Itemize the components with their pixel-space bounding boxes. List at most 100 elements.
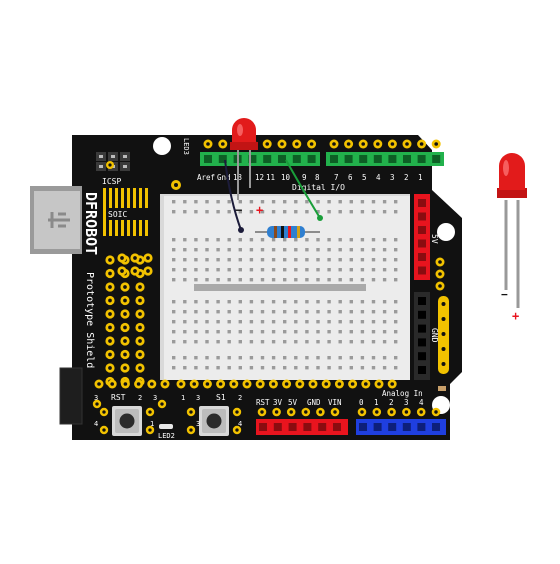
breadboard-hole bbox=[205, 258, 209, 262]
breadboard-hole bbox=[294, 238, 298, 242]
breadboard-hole bbox=[283, 320, 287, 324]
pad-hole bbox=[337, 382, 342, 386]
pad-hole bbox=[390, 382, 395, 386]
button-cap bbox=[119, 413, 135, 429]
breadboard-hole bbox=[194, 320, 198, 324]
breadboard-hole bbox=[327, 200, 331, 204]
breadboard-hole bbox=[249, 268, 254, 272]
breadboard-hole bbox=[349, 278, 353, 282]
breadboard-hole bbox=[227, 366, 231, 370]
pad-hole bbox=[146, 256, 150, 260]
header-socket bbox=[403, 155, 411, 163]
breadboard-hole bbox=[172, 268, 176, 272]
breadboard-hole bbox=[327, 310, 331, 314]
breadboard-hole bbox=[316, 310, 320, 314]
power-label-rst: RST bbox=[256, 398, 270, 407]
breadboard-hole bbox=[238, 200, 242, 204]
breadboard-hole bbox=[394, 210, 398, 214]
pad-hole bbox=[179, 382, 183, 386]
breadboard-hole bbox=[382, 366, 387, 370]
breadboard-hole bbox=[305, 278, 309, 282]
breadboard-hole bbox=[249, 278, 254, 282]
power-header-socket bbox=[273, 423, 282, 431]
breadboard-hole bbox=[294, 300, 298, 304]
s1-button[interactable] bbox=[186, 406, 242, 436]
pad-hole bbox=[265, 142, 270, 146]
pad-hole bbox=[160, 402, 164, 406]
breadboard-hole bbox=[194, 300, 198, 304]
breadboard-hole bbox=[249, 238, 254, 242]
pad-hole bbox=[138, 339, 142, 343]
pad-hole bbox=[309, 142, 314, 146]
breadboard-hole bbox=[394, 330, 398, 334]
breadboard-hole bbox=[338, 366, 342, 370]
breadboard-hole bbox=[327, 330, 331, 334]
pad-hole bbox=[434, 142, 439, 146]
breadboard-hole bbox=[305, 340, 309, 344]
breadboard-hole bbox=[249, 258, 254, 262]
breadboard-hole bbox=[227, 320, 231, 324]
pad-hole bbox=[108, 312, 112, 316]
breadboard-hole bbox=[394, 340, 398, 344]
pad-hole bbox=[390, 142, 395, 146]
breadboard-hole bbox=[249, 356, 254, 360]
breadboard-hole bbox=[249, 366, 254, 370]
mounting-hole bbox=[153, 137, 171, 155]
breadboard-hole bbox=[249, 340, 254, 344]
breadboard-hole bbox=[338, 310, 342, 314]
s1-label: S1 bbox=[216, 393, 226, 402]
soic-footprint bbox=[103, 188, 150, 236]
breadboard-hole bbox=[360, 210, 365, 214]
analog-label-2: 2 bbox=[389, 398, 394, 407]
red-header-socket bbox=[418, 253, 426, 261]
breadboard-hole bbox=[216, 366, 220, 370]
pad-hole bbox=[123, 352, 127, 357]
breadboard-hole bbox=[216, 310, 220, 314]
pad-hole bbox=[324, 382, 329, 386]
pad-hole bbox=[274, 410, 279, 414]
breadboard-hole bbox=[183, 268, 187, 272]
breadboard-minus-sign: − bbox=[235, 203, 242, 217]
breadboard-hole bbox=[238, 210, 242, 214]
breadboard-hole bbox=[227, 210, 231, 214]
pad-hole bbox=[375, 410, 379, 414]
pad-hole bbox=[148, 410, 152, 414]
breadboard-hole bbox=[283, 238, 287, 242]
pad-hole bbox=[133, 269, 137, 273]
breadboard-hole bbox=[216, 238, 220, 242]
pad-hole bbox=[108, 271, 112, 276]
s1-pin-3b: 3 bbox=[196, 420, 200, 428]
icsp-pin bbox=[99, 165, 103, 168]
breadboard-hole bbox=[394, 310, 398, 314]
breadboard-hole bbox=[216, 320, 220, 324]
bottom-pad-row bbox=[94, 379, 397, 389]
pad-hole bbox=[377, 382, 381, 386]
breadboard-hole bbox=[382, 356, 387, 360]
breadboard-hole bbox=[371, 320, 376, 324]
pad-hole bbox=[284, 382, 289, 386]
breadboard-hole bbox=[227, 278, 231, 282]
breadboard-hole bbox=[183, 320, 187, 324]
breadboard-hole bbox=[316, 320, 320, 324]
pad-hole bbox=[102, 410, 106, 414]
pad-hole bbox=[218, 382, 223, 386]
icsp-pin bbox=[123, 155, 127, 158]
breadboard-hole bbox=[283, 340, 287, 344]
breadboard-hole bbox=[205, 366, 209, 370]
pad-hole bbox=[235, 428, 239, 432]
pad-hole bbox=[95, 402, 99, 406]
breadboard-hole bbox=[238, 330, 242, 334]
breadboard-hole bbox=[360, 200, 365, 204]
pad-hole bbox=[108, 163, 112, 167]
pin-label-6: 6 bbox=[348, 173, 353, 182]
reset-button[interactable] bbox=[92, 399, 167, 436]
breadboard-hole bbox=[249, 330, 254, 334]
pad-hole bbox=[271, 382, 276, 386]
breadboard-hole bbox=[172, 210, 176, 214]
breadboard-hole bbox=[205, 278, 209, 282]
header-socket bbox=[278, 155, 286, 163]
breadboard-hole bbox=[238, 356, 242, 360]
breadboard-hole bbox=[172, 238, 176, 242]
pad-hole bbox=[258, 382, 263, 386]
pad-hole bbox=[108, 285, 112, 289]
